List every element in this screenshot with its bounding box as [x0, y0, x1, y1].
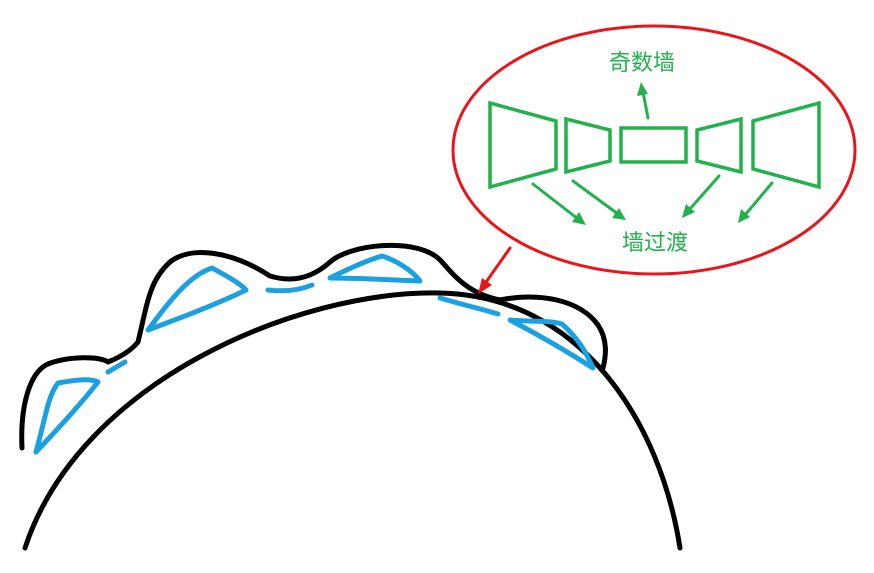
arrow-to-transition-4 — [738, 181, 774, 223]
infill-triangle-1 — [33, 377, 101, 455]
infill-triangle-4 — [507, 317, 596, 371]
infill-dash-2 — [265, 282, 315, 294]
green-arrows — [531, 82, 774, 225]
arrow-to-transition-3 — [682, 174, 721, 218]
arrow-up-to-odd-wall — [637, 82, 650, 120]
trapezoid-right-large — [751, 100, 821, 190]
trapezoid-right-small — [695, 116, 743, 175]
trapezoid-left-small — [564, 116, 612, 175]
arrow-to-transition-1 — [531, 182, 586, 225]
inner-arc — [22, 290, 683, 551]
infill-triangle-2 — [145, 265, 249, 333]
outer-wavy-outline — [19, 242, 608, 451]
odd-wall-rect — [619, 126, 688, 164]
arrow-to-transition-2 — [571, 179, 626, 220]
infill-dash-3 — [437, 295, 501, 317]
callout-ellipse — [451, 24, 857, 276]
infill-triangle-3 — [327, 253, 423, 284]
infill-segments — [33, 253, 596, 455]
trapezoid-left-large — [488, 100, 558, 190]
wall-shapes — [488, 100, 821, 190]
pointer-arrow — [478, 246, 512, 294]
infill-dash-1 — [105, 359, 128, 375]
odd-wall-label: 奇数墙 — [609, 51, 675, 76]
wall-transition-label: 墙过渡 — [622, 231, 688, 256]
